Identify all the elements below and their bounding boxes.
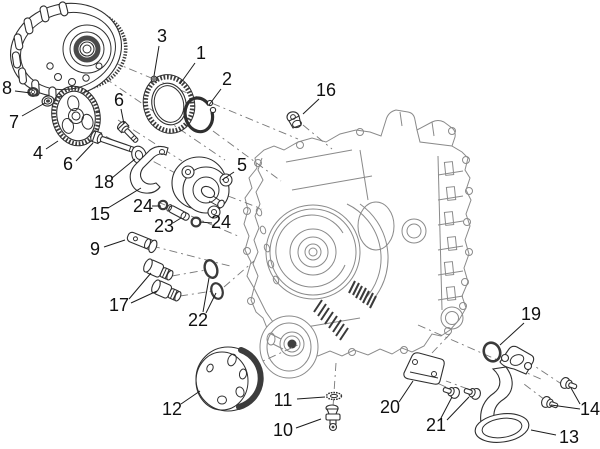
crankcase-drawing <box>243 109 473 379</box>
callout-leader-line <box>530 429 557 436</box>
bolt-part-14-upper <box>560 377 578 390</box>
callout-label-5: 5 <box>237 155 247 175</box>
callout-leader-line <box>550 404 581 410</box>
callout-label-2: 2 <box>222 69 232 89</box>
callout-label-24: 24 <box>211 212 231 232</box>
bolt-part-14-lower <box>541 396 559 409</box>
callout-label-23: 23 <box>154 216 174 236</box>
callout-leader-line <box>107 187 142 209</box>
callout-label-6: 6 <box>63 154 73 174</box>
callout-label-3: 3 <box>157 26 167 46</box>
case-flange-details <box>255 207 280 285</box>
callout-leader-line <box>208 88 222 106</box>
plug-part-16 <box>286 111 302 129</box>
callout-leader-line <box>179 62 196 85</box>
callout-label-13: 13 <box>559 427 579 447</box>
oring-part-22-upper <box>203 259 219 279</box>
valve-part-10 <box>325 404 341 432</box>
callout-label-12: 12 <box>162 399 182 419</box>
gear-part-4 <box>51 85 101 147</box>
callout-label-16: 16 <box>316 80 336 100</box>
callout-leader-line <box>499 322 525 346</box>
callout-label-15: 15 <box>90 204 110 224</box>
snap-ring-part-2 <box>183 96 217 134</box>
callout-leader-line <box>45 140 59 150</box>
pin-part-23 <box>166 204 190 221</box>
callout-label-8: 8 <box>2 78 12 98</box>
callout-leader-line <box>153 45 160 77</box>
oring-part-22-lower <box>210 282 224 300</box>
callout-label-11: 11 <box>274 390 293 410</box>
callout-leader-line <box>21 102 46 117</box>
clutch-basket-part <box>9 1 128 103</box>
callout-leader-line <box>180 390 201 405</box>
ring-part-24-right <box>190 216 202 228</box>
washer-part-11 <box>325 391 343 401</box>
cover-plate-part-20 <box>403 352 445 385</box>
ring-part-24-left <box>157 199 169 211</box>
callout-leader-line <box>199 221 213 224</box>
callout-label-24: 24 <box>133 196 153 216</box>
washer-part-8 <box>27 86 39 97</box>
callout-leader-line <box>128 272 152 300</box>
callout-label-6: 6 <box>114 90 124 110</box>
plug-part-17-lower <box>151 279 182 302</box>
bolt-part-21-right <box>463 387 482 400</box>
screw-part-3 <box>150 75 158 83</box>
callout-label-17: 17 <box>109 295 129 315</box>
callout-leader-line <box>205 292 217 314</box>
pickup-pipe-part-13 <box>474 345 535 443</box>
callout-label-20: 20 <box>380 397 400 417</box>
callout-leader-line <box>446 396 470 421</box>
case-spring-upper <box>348 280 377 309</box>
callout-label-1: 1 <box>196 43 206 63</box>
callout-leader-line <box>75 142 94 162</box>
callout-leader-line <box>172 217 182 224</box>
callout-leader-line <box>570 387 581 405</box>
bolt-part-6-lower <box>90 130 144 156</box>
callout-label-10: 10 <box>273 420 293 440</box>
oring-part-19 <box>482 341 502 363</box>
callout-leader-line <box>296 396 326 400</box>
bracket-part-15 <box>129 145 169 194</box>
callout-leader-line <box>111 158 136 179</box>
callout-label-4: 4 <box>33 143 43 163</box>
oil-filter-part-12 <box>195 346 264 412</box>
callout-label-18: 18 <box>94 172 114 192</box>
oil-pump-part-5 <box>171 156 233 219</box>
case-spring-lower <box>313 299 349 341</box>
callout-label-19: 19 <box>521 304 541 324</box>
callout-leader-line <box>130 290 158 304</box>
callout-leader-line <box>302 98 320 115</box>
bolt-part-21-left <box>442 386 461 399</box>
callout-leader-line <box>103 239 126 248</box>
callout-label-21: 21 <box>426 415 446 435</box>
basket-rivets <box>46 62 103 86</box>
jet-part-9 <box>126 231 158 254</box>
callout-leader-line <box>120 108 125 125</box>
callout-leader-line <box>14 90 32 94</box>
callout-leader-line <box>295 418 322 429</box>
callout-layer: 1234566789101112131415161718192021222324… <box>2 26 600 447</box>
callout-label-7: 7 <box>9 112 19 132</box>
callout-leader-line <box>221 171 235 181</box>
case-output-boss <box>259 315 319 379</box>
callout-label-9: 9 <box>90 239 100 259</box>
callout-label-22: 22 <box>188 310 208 330</box>
callout-label-14: 14 <box>580 399 600 419</box>
callout-leader-line <box>202 277 210 313</box>
plug-part-17-upper <box>143 258 174 281</box>
callout-leader-line <box>398 380 414 403</box>
callout-leader-line <box>440 396 453 419</box>
